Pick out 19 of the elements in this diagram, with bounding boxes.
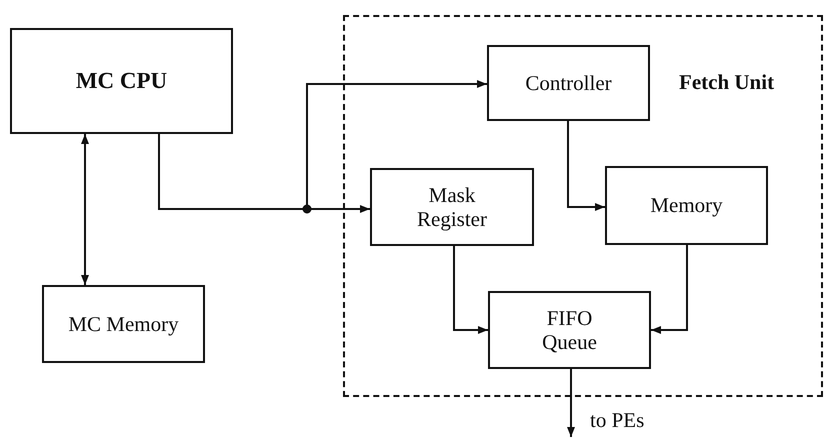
arrow — [81, 134, 89, 285]
arrow — [453, 246, 488, 334]
block-box — [370, 168, 534, 246]
block-label: Mask Register — [416, 182, 488, 232]
arrow — [567, 121, 605, 211]
block-label: Memory — [650, 193, 723, 218]
block-box — [488, 291, 651, 369]
block-box — [10, 28, 233, 134]
block-label: FIFO Queue — [541, 306, 598, 354]
arrow — [567, 369, 575, 437]
block-label: Controller — [525, 70, 612, 96]
block-label: MC Memory — [68, 312, 179, 336]
dashed-group-box — [343, 15, 823, 397]
block-box — [605, 166, 768, 245]
arrow — [651, 245, 688, 334]
block-box — [42, 285, 205, 363]
block-box — [487, 45, 650, 121]
block-label: MC CPU — [76, 68, 168, 94]
group-heading: Fetch Unit — [679, 70, 774, 95]
